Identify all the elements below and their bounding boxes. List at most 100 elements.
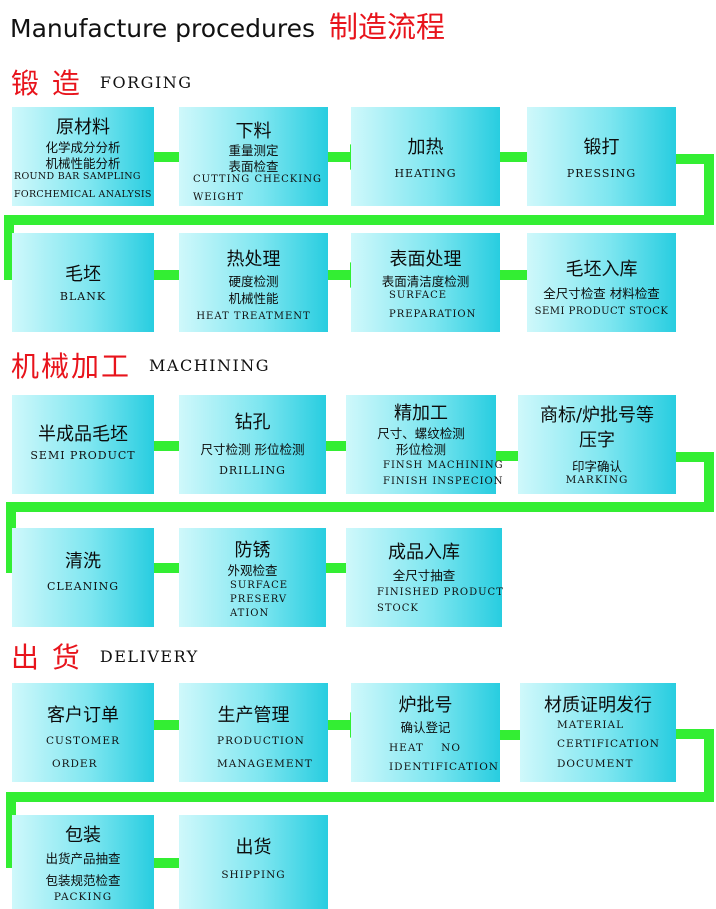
step-raw-material: 原材料 化学成分分析 机械性能分析 ROUND BAR SAMPLING FOR… [12,107,154,206]
step-detail-en: HEATING [394,167,457,180]
step-title-cn: 加热 [407,137,444,158]
step-detail-en: PREPARATION [389,309,477,320]
step-surface-preparation: 表面处理 表面清洁度检测 SURFACE PREPARATION [351,233,500,332]
step-detail-en: CUTTING CHECKING [193,174,322,185]
step-drilling: 钻孔 尺寸检测 形位检测 DRILLING [179,395,326,494]
section-forging-heading: 锻 造 FORGING [11,62,193,102]
step-customer-order: 客户订单 CUSTOMER ORDER [12,683,154,782]
step-finished-stock: 成品入库 全尺寸抽查 FINISHED PRODUCT STOCK [346,528,503,627]
step-semi-product: 半成品毛坯 SEMI PRODUCT [12,395,154,494]
step-detail-en: MARKING [565,474,629,486]
step-detail-en: HEAT NO [389,742,461,754]
step-title-cn: 毛坯 [65,264,101,285]
step-detail-cn: 化学成分分析 [45,140,121,155]
step-detail-en: PRESSING [566,167,637,180]
step-detail-en: MATERIAL [557,719,625,731]
step-detail-en: STOCK [377,603,419,614]
step-title-cn: 毛坯入库 [565,259,638,280]
step-title-cn: 锻打 [583,137,620,158]
step-marking: 商标/炉批号等 压字 印字确认 MARKING [518,395,676,494]
return-connector [4,154,714,288]
step-material-certification: 材质证明发行 MATERIAL CERTIFICATION DOCUMENT [520,683,676,782]
step-title-cn: 成品入库 [388,542,460,563]
step-detail-en: PRESERV [230,594,288,605]
section-cn-label: 出 货 [11,641,82,674]
step-detail-en: PACKING [53,891,113,903]
step-detail-cn: 印字确认 [571,459,622,474]
step-title-cn: 半成品毛坯 [38,424,128,445]
step-detail-en: FINISHED PRODUCT [377,587,504,598]
section-cn-label: 锻 造 [11,67,82,100]
step-detail-en: DOCUMENT [557,758,634,770]
step-detail-en: FINISH INSPECION [383,476,504,487]
page-title: Manufacture procedures 制造流程 [10,4,445,46]
step-detail-en: ATION [230,608,270,619]
step-detail-en: WEIGHT [193,192,244,203]
step-detail-cn: 包装规范检查 [45,873,121,888]
step-packing: 包装 出货产品抽查 包装规范检查 PACKING [12,815,154,909]
step-detail-en: MANAGEMENT [217,758,313,770]
step-detail-en: ORDER [52,758,98,770]
step-title-cn: 包装 [65,825,101,846]
step-detail-en: PRODUCTION [217,735,305,747]
step-blank: 毛坯 BLANK [12,233,154,332]
step-title-cn: 客户订单 [47,705,119,726]
step-production-management: 生产管理 PRODUCTION MANAGEMENT [179,683,328,782]
step-finish-machining: 精加工 尺寸、螺纹检测 形位检测 FINSH MACHINING FINISH … [346,395,503,494]
step-shipping: 出货 SHIPPING [179,815,328,909]
step-title-cn: 钻孔 [234,412,271,433]
step-detail-en: CLEANING [46,580,120,593]
step-detail-cn: 尺寸、螺纹检测 [377,426,465,441]
step-title-cn: 出货 [235,837,272,858]
section-cn-label: 机械加工 [11,350,132,383]
step-title-cn: 精加工 [394,403,448,424]
section-delivery-heading: 出 货 DELIVERY [11,636,199,676]
step-title-cn: 材质证明发行 [544,695,652,716]
step-title-cn: 炉批号 [398,695,453,716]
step-detail-en: BLANK [59,290,107,303]
step-title-cn: 防锈 [234,540,271,561]
step-title-cn: 下料 [235,121,272,142]
step-detail-en: ROUND BAR SAMPLING [14,171,141,182]
section-en-label: DELIVERY [99,646,199,666]
step-heat-treatment: 热处理 硬度检测 机械性能 HEAT TREATMENT [179,233,328,332]
step-detail-en: DRILLING [219,464,286,477]
step-heating: 加热 HEATING [351,107,500,206]
step-detail-en: SURFACE [389,290,448,301]
step-detail-cn: 重量测定 [228,143,279,158]
title-en: Manufacture procedures [10,14,316,43]
step-detail-cn: 确认登记 [400,720,451,735]
step-detail-cn: 外观检查 [227,563,278,578]
step-title-cn: 商标/炉批号等 [539,405,655,426]
step-pressing: 锻打 PRESSING [527,107,676,206]
title-cn: 制造流程 [329,10,446,44]
step-title-cn: 热处理 [226,249,281,270]
step-detail-cn: 表面检查 [228,159,279,174]
step-title-cn: 原材料 [56,117,110,138]
step-detail-en: FINSH MACHINING [383,460,504,471]
step-detail-en: HEAT TREATMENT [196,311,311,322]
step-detail-cn: 全尺寸检查 材料检查 [543,286,660,301]
step-detail-en: FORCHEMICAL ANALYSIS [14,189,152,200]
step-surface-preservation: 防锈 外观检查 SURFACE PRESERV ATION [179,528,326,627]
step-detail-en: CERTIFICATION [557,738,660,750]
step-cutting: 下料 重量测定 表面检查 CUTTING CHECKING WEIGHT [179,107,328,206]
step-title-cn: 清洗 [65,551,101,572]
step-detail-cn: 机械性能 [228,291,279,306]
step-detail-cn: 出货产品抽查 [45,851,121,866]
step-detail-cn: 形位检测 [395,442,446,457]
step-detail-cn: 尺寸检测 形位检测 [200,442,305,457]
step-semi-product-stock: 毛坯入库 全尺寸检查 材料检查 SEMI PRODUCT STOCK [527,233,676,332]
step-title-cn: 压字 [579,430,615,451]
step-title-cn: 生产管理 [217,705,290,726]
section-machining-heading: 机械加工 MACHINING [11,345,270,385]
section-en-label: FORGING [99,72,193,92]
step-cleaning: 清洗 CLEANING [12,528,154,627]
step-detail-cn: 全尺寸抽查 [392,568,456,583]
section-en-label: MACHINING [149,355,271,375]
step-detail-cn: 机械性能分析 [45,156,121,171]
step-detail-en: SEMI PRODUCT [30,449,136,462]
step-detail-cn: 硬度检测 [228,274,279,289]
step-detail-en: CUSTOMER [45,735,120,747]
step-title-cn: 表面处理 [389,249,462,270]
